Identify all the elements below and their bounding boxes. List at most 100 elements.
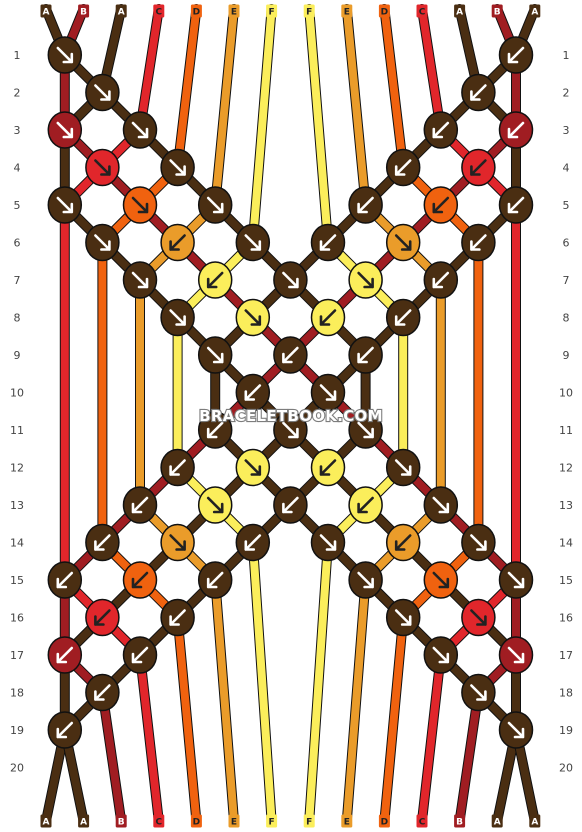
string-letter-bg [416, 814, 428, 828]
watermark-text: BRACELETBOOK.COM [199, 407, 383, 425]
string-letter-label: A [531, 7, 538, 17]
string-letter-bg [115, 814, 127, 828]
string-letter-bg [228, 4, 240, 18]
arrow-icon [507, 571, 525, 589]
string-letter-label: C [419, 817, 426, 827]
row-number-right: 5 [563, 199, 570, 212]
arrow-icon [169, 309, 186, 326]
arrow-icon [470, 159, 487, 176]
arrow-icon [507, 196, 525, 214]
arrow-icon [507, 646, 525, 664]
arrow-icon [94, 234, 111, 251]
row-number-left: 11 [10, 424, 24, 437]
string-letter-bg [190, 814, 202, 828]
arrow-icon [244, 534, 262, 551]
row-number-left: 3 [14, 124, 21, 137]
row-number-right: 6 [563, 237, 570, 250]
string-letter-bg [454, 814, 466, 828]
row-number-left: 18 [10, 687, 24, 700]
string-letter-bg [529, 814, 541, 828]
string-letter-label: C [419, 7, 426, 17]
string-letter-label: A [456, 7, 463, 17]
string-letter-bg [190, 4, 202, 18]
row-number-left: 10 [10, 387, 24, 400]
arrow-icon [319, 309, 337, 326]
arrow-icon [394, 234, 412, 251]
string-letter-bg [153, 814, 165, 828]
row-number-left: 6 [14, 237, 21, 250]
string-letter-bg [378, 4, 390, 18]
string-letter-label: C [155, 817, 162, 827]
row-number-right: 12 [559, 462, 573, 475]
string-letter-bg [416, 4, 428, 18]
arrow-icon [470, 84, 487, 101]
string-letter-label: B [456, 817, 463, 827]
arrow-icon [244, 234, 262, 251]
arrow-icon [432, 571, 450, 589]
arrow-icon [206, 196, 224, 214]
arrow-icon [357, 271, 374, 289]
arrow-icon [432, 496, 450, 514]
arrow-icon [94, 609, 111, 626]
arrow-icon [432, 271, 450, 289]
arrow-icon [507, 121, 525, 139]
string-letter-label: A [531, 817, 538, 827]
arrow-icon [169, 159, 186, 176]
string-letter-label: A [118, 7, 125, 17]
row-number-left: 1 [14, 49, 21, 62]
arrow-icon [282, 496, 299, 514]
string-letter-label: A [43, 817, 50, 827]
arrow-icon [394, 534, 412, 551]
string-letter-bg [40, 814, 52, 828]
arrow-icon [357, 496, 374, 514]
row-number-right: 18 [559, 687, 573, 700]
arrow-icon [206, 346, 224, 364]
arrow-icon [244, 309, 262, 326]
row-number-left: 8 [14, 312, 21, 325]
arrow-icon [319, 534, 337, 551]
string-letter-bg [491, 814, 503, 828]
arrow-icon [432, 646, 450, 664]
arrow-icon [357, 571, 374, 589]
string-letter-bg [40, 4, 52, 18]
string-letter-bg [303, 4, 315, 18]
row-number-right: 1 [563, 49, 570, 62]
string-letter-label: F [269, 7, 275, 17]
row-number-left: 5 [14, 199, 21, 212]
row-number-left: 13 [10, 499, 24, 512]
string-letter-label: F [306, 7, 312, 17]
arrow-icon [394, 459, 412, 476]
row-number-right: 19 [559, 724, 573, 737]
arrow-icon [394, 309, 412, 326]
arrow-icon [507, 721, 525, 739]
knot-layer [47, 36, 534, 749]
string-letter-bg [341, 4, 353, 18]
arrow-icon [507, 46, 525, 64]
arrow-icon [244, 384, 262, 401]
arrow-icon [470, 684, 487, 701]
string-letter-bg [341, 814, 353, 828]
arrow-icon [394, 609, 412, 626]
row-number-right: 20 [559, 762, 573, 775]
row-number-right: 15 [559, 574, 573, 587]
arrow-icon [319, 384, 337, 401]
row-number-right: 14 [559, 537, 573, 550]
arrow-icon [131, 496, 149, 514]
arrow-icon [244, 459, 262, 476]
arrow-icon [357, 346, 374, 364]
arrow-icon [206, 571, 224, 589]
arrow-icon [56, 646, 74, 664]
string-letter-label: A [80, 817, 87, 827]
row-number-right: 7 [563, 274, 570, 287]
arrow-icon [394, 159, 412, 176]
row-number-left: 9 [14, 349, 21, 362]
row-number-right: 9 [563, 349, 570, 362]
arrow-icon [56, 571, 74, 589]
string-letter-label: D [193, 7, 200, 17]
arrow-icon [131, 196, 149, 214]
string-letter-label: A [43, 7, 50, 17]
string-letter-bg [491, 4, 503, 18]
string-letter-label: E [231, 817, 237, 827]
arrow-icon [206, 496, 224, 514]
